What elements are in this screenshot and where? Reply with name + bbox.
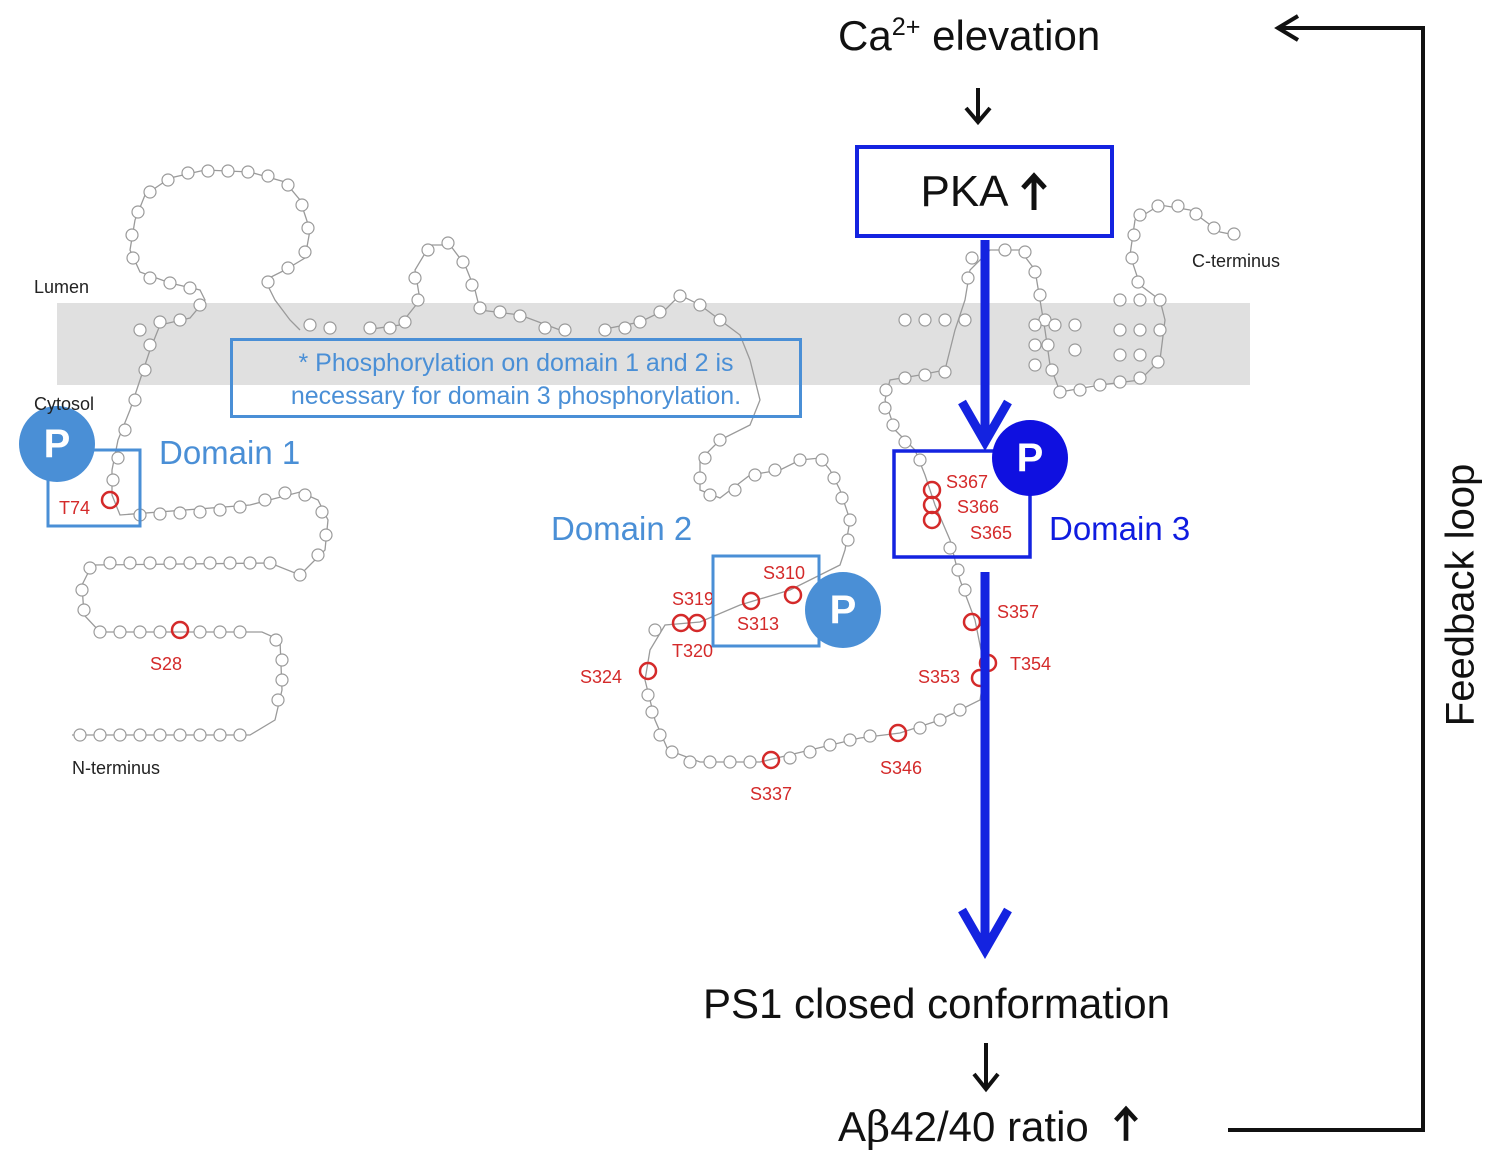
abeta-ratio-label: Aβ42/40 ratio [838,1102,1140,1151]
domain3-phospho-badge: P [992,420,1068,496]
site-s319: S319 [672,589,712,609]
site-s313: S313 [737,614,780,634]
calcium-superscript: 2+ [891,13,921,41]
domain1-label: Domain 1 [159,434,301,471]
note-line-1: * Phosphorylation on domain 1 and 2 is [298,349,734,377]
domain3-to-outcome-arrow [958,572,1012,960]
site-s366: S366 [957,497,1000,517]
c-terminus-label: C-terminus [1192,251,1281,271]
abeta-prefix: A [838,1103,867,1150]
calcium-prefix: Ca [838,12,892,59]
cytosol-label: Cytosol [34,394,95,414]
domain1-phospho-badge: P [19,406,95,482]
marker-s365 [922,510,942,530]
site-t354: T354 [1010,654,1052,674]
site-s365: S365 [970,523,1013,543]
up-arrow-icon [1020,171,1047,210]
abeta-suffix: 42/40 ratio [890,1103,1089,1150]
note-line-2: necessary for domain 3 phosphorylation. [290,382,742,410]
n-terminus-label: N-terminus [72,758,161,778]
marker-s357 [962,612,982,632]
site-s367: S367 [946,472,989,492]
domain3-box [892,449,1032,559]
marker-s346 [888,723,908,743]
marker-s310 [783,585,803,605]
marker-s324 [638,661,658,681]
small-arrow-bottom [972,1043,1000,1093]
feedback-loop-arrow [1228,14,1425,1132]
lumen-label: Lumen [34,277,90,297]
site-s353: S353 [918,667,961,687]
abeta-beta: β [866,1102,891,1151]
site-t74: T74 [59,498,91,518]
pka-label: PKA [920,166,1009,216]
ps1-closed-conformation-label: PS1 closed conformation [703,980,1170,1027]
site-s310: S310 [763,563,806,583]
site-s337: S337 [750,784,793,804]
calcium-suffix: elevation [920,12,1101,59]
pka-box: PKA [855,145,1114,238]
up-arrow-icon [1114,1105,1139,1141]
marker-s337 [761,750,781,770]
domain2-label: Domain 2 [551,510,693,547]
site-s357: S357 [997,602,1040,622]
site-s324: S324 [580,667,623,687]
marker-s366 [922,495,942,515]
small-arrow-top [964,88,992,126]
domain3-label: Domain 3 [1049,510,1191,547]
residue-beads [73,164,1241,769]
feedback-loop-label: Feedback loop [1438,463,1483,727]
phosphorylation-note: * Phosphorylation on domain 1 and 2 is n… [230,338,802,418]
site-s346: S346 [880,758,923,778]
marker-s28 [170,620,190,640]
pka-to-domain3-arrow [958,240,1012,452]
site-t320: T320 [672,641,714,661]
site-s28: S28 [150,654,183,674]
calcium-elevation-label: Ca2+ elevation [838,12,1100,60]
marker-s313 [741,591,761,611]
marker-t320 [687,613,707,633]
domain2-phospho-badge: P [805,572,881,648]
marker-t74 [100,490,120,510]
